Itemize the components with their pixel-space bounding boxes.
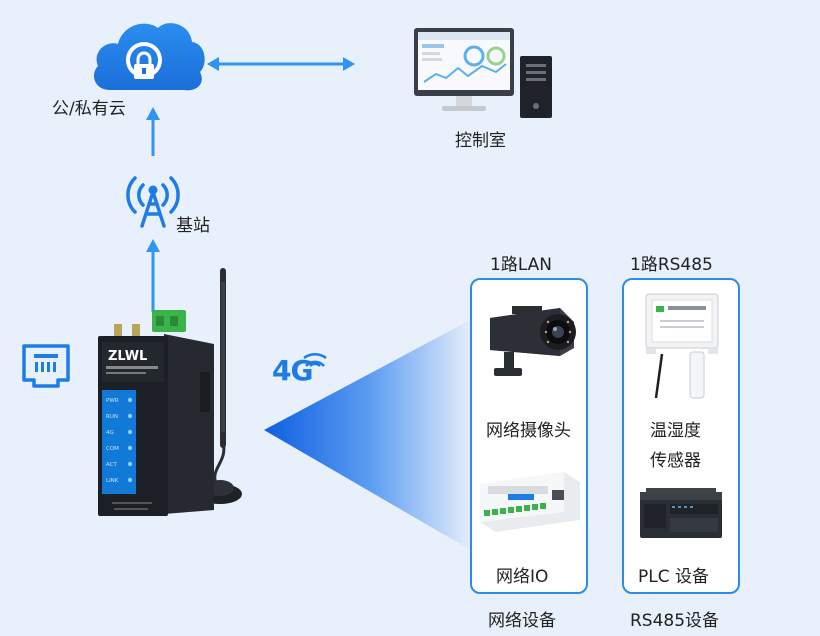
ethernet-port-icon: [22, 344, 70, 388]
network-io-label: 网络IO: [496, 567, 549, 587]
control-room-label: 控制室: [455, 131, 506, 151]
plc-device-node: [638, 486, 724, 542]
cloud-icon: [94, 23, 205, 91]
led-label: 4G: [106, 430, 114, 436]
rs485-group-footer: RS485设备: [630, 611, 720, 631]
network-camera-label: 网络摄像头: [486, 421, 571, 441]
control-room-node: [412, 26, 552, 122]
lan-group-header: 1路LAN: [490, 255, 553, 275]
cloud-control-double-arrow: [207, 57, 355, 71]
base-station-label: 基站: [176, 216, 210, 236]
led-label: LINK: [106, 478, 119, 484]
temp-humidity-label-line2: 传感器: [650, 451, 701, 471]
lan-group-footer: 网络设备: [488, 611, 556, 631]
led-label: ACT: [106, 462, 118, 468]
network-4g-badge: 4G: [272, 348, 332, 388]
sensor-icon: [645, 293, 719, 399]
temp-humidity-label-line1: 温湿度: [650, 421, 701, 441]
cloud-label: 公/私有云: [52, 99, 126, 119]
signal-waves-icon: [303, 353, 327, 367]
router-brand: ZLWL: [108, 349, 147, 364]
plc-icon: [640, 488, 722, 538]
signal-beam: [264, 318, 474, 552]
cloud-node: [88, 12, 208, 96]
network-4g-label: 4G: [272, 354, 313, 387]
led-label: PWR: [106, 398, 119, 404]
led-label: COM: [106, 446, 119, 452]
led-label: RUN: [106, 414, 118, 420]
up-arrow-to-base-station: [146, 239, 160, 312]
computer-icon: [414, 28, 552, 118]
plc-device-label: PLC 设备: [638, 567, 709, 587]
temp-humidity-sensor-node: [642, 290, 722, 400]
network-camera-node: [482, 304, 578, 388]
router-device: ZLWL PWR RUN 4G COM ACT LINK: [92, 262, 242, 530]
antenna-tower-icon: [126, 176, 180, 228]
io-module-icon: [480, 472, 580, 532]
router-image: ZLWL PWR RUN 4G COM ACT LINK: [98, 268, 242, 516]
network-io-node: [478, 468, 582, 536]
base-station-node: [123, 170, 183, 228]
ethernet-port-node: [20, 342, 72, 390]
up-arrow-to-cloud: [146, 107, 160, 156]
camera-icon: [490, 306, 576, 376]
rs485-group-header: 1路RS485: [630, 255, 713, 275]
